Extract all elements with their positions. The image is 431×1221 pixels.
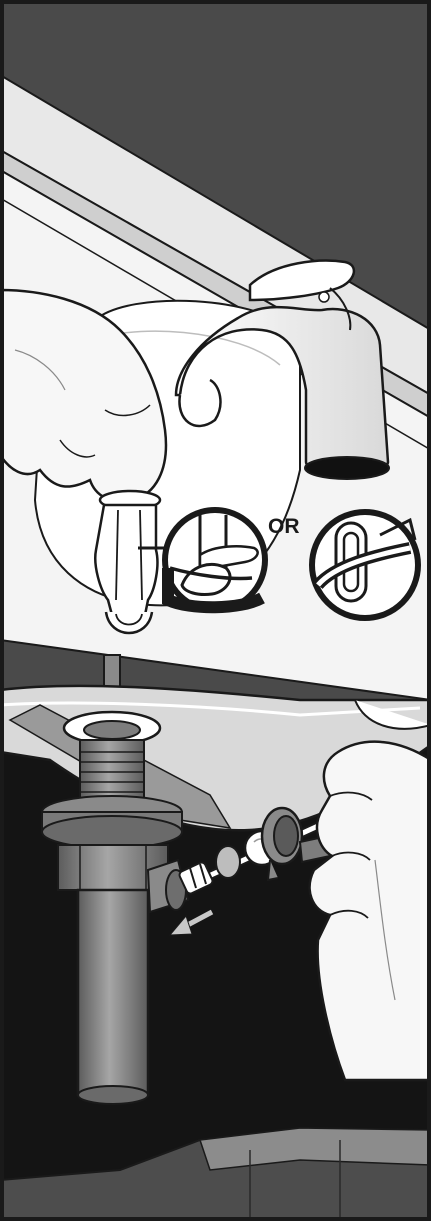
tailpipe <box>78 890 148 1104</box>
detail-callout-a <box>163 508 267 612</box>
detail-callout-b <box>310 510 420 620</box>
lock-nut <box>42 796 182 848</box>
or-label: OR <box>268 515 300 538</box>
